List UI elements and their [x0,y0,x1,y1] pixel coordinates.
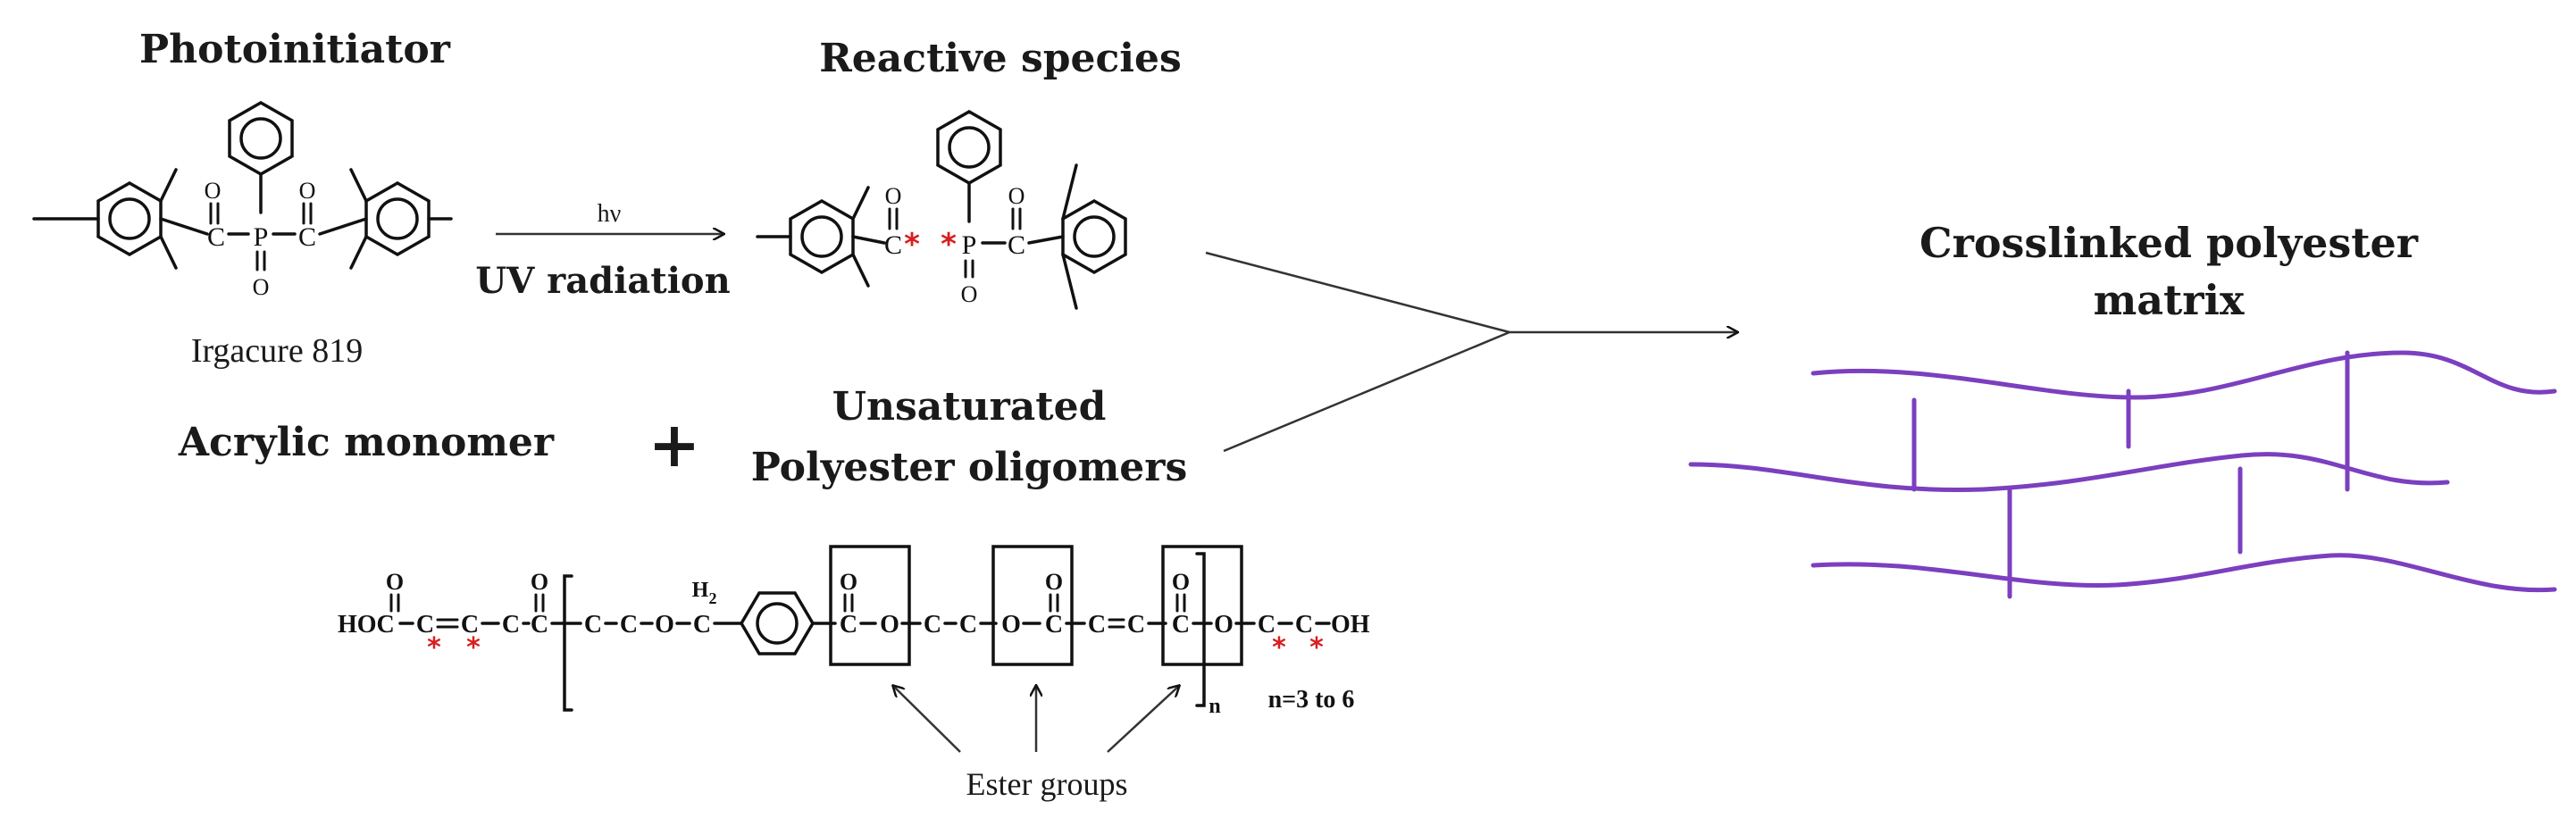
atom-c: C [884,230,902,260]
atom-c: C [502,611,520,639]
atom-o: O [655,611,674,639]
atom-o: O [1008,183,1025,209]
ester-arrow [893,686,961,753]
atom-o: O [299,178,316,204]
crosslinked-title-line2: matrix [2094,276,2245,324]
ester-box [1161,545,1243,666]
atom-c: C [1258,611,1275,639]
converge-line-top [1205,251,1510,334]
atom-o: O [880,611,899,639]
polymer-chain-top [1811,350,2557,400]
atom-c: C [461,611,479,639]
atom-h: H [692,579,709,602]
atom-c: C [207,222,225,252]
radical-star: * [904,227,920,263]
atom-o: O [961,281,978,307]
atom-c: C [1088,611,1106,639]
oligomer-structure: HOC O C C * * C C O C C O C H 2 [338,545,1370,718]
polymer-chain-middle [1688,452,2450,492]
atom-c: C [531,611,548,639]
atom-c: C [693,611,711,639]
uv-radiation-label: UV radiation [475,260,730,302]
photoinitiator-title: Photoinitiator [139,27,451,72]
atom-c: C [416,611,434,639]
atom-o: O [1172,569,1190,595]
polymer-chain-bottom [1811,553,2557,593]
ester-annotation: Ester groups [893,686,1179,802]
repeat-bracket-right [1195,552,1206,707]
converge-line-bottom [1223,330,1510,453]
atom-c: C [1172,611,1190,639]
ester-box [991,545,1074,666]
atom-c: C [1008,230,1025,260]
atom-c: C [840,611,857,639]
crosslinked-title-line1: Crosslinked polyester [1919,219,2419,267]
oh-end: OH [1331,611,1370,639]
radical-star: * [466,632,481,664]
acrylic-monomer-label: Acrylic monomer [178,420,555,465]
atom-c: C [924,611,941,639]
ester-box [829,545,911,666]
atom-p: P [962,230,977,260]
radical-star: * [427,632,441,664]
atom-c: C [1045,611,1063,639]
plus-sign: + [648,407,701,481]
crosslinked-network [1688,350,2557,599]
unsaturated-label: Unsaturated [832,384,1107,430]
irgacure-molecule: C O P O C O [32,100,453,300]
radical-star: * [941,227,957,263]
atom-c: C [584,611,602,639]
irgacure-caption: Irgacure 819 [191,332,363,370]
atom-o: O [1045,569,1063,595]
atom-o: O [885,183,902,209]
atom-c: C [1127,611,1145,639]
hooc-end: HOC [338,611,395,639]
repeat-n: n [1209,695,1220,718]
atom-o: O [1001,611,1021,639]
atom-o: O [386,569,404,595]
atom-c: C [620,611,638,639]
atom-o: O [1214,611,1234,639]
polyester-oligomers-label: Polyester oligomers [751,445,1188,490]
atom-o: O [205,178,222,204]
atom-p: P [254,222,269,252]
n-range-label: n=3 to 6 [1268,686,1355,714]
atom-o: O [531,569,548,595]
atom-c: C [298,222,316,252]
repeat-bracket-left [563,574,573,712]
reactive-species-title: Reactive species [819,36,1182,81]
hv-label: hν [598,200,622,228]
atom-c: C [959,611,977,639]
ester-groups-label: Ester groups [966,766,1128,802]
ester-arrow [1107,686,1179,753]
atom-c: C [1295,611,1313,639]
radical-fragments: C O * * P O C O [756,109,1127,310]
atom-o: O [840,569,857,595]
radical-star: * [1309,632,1324,664]
atom-o: O [253,274,270,300]
subscript-2: 2 [709,589,717,607]
radical-star: * [1272,632,1286,664]
